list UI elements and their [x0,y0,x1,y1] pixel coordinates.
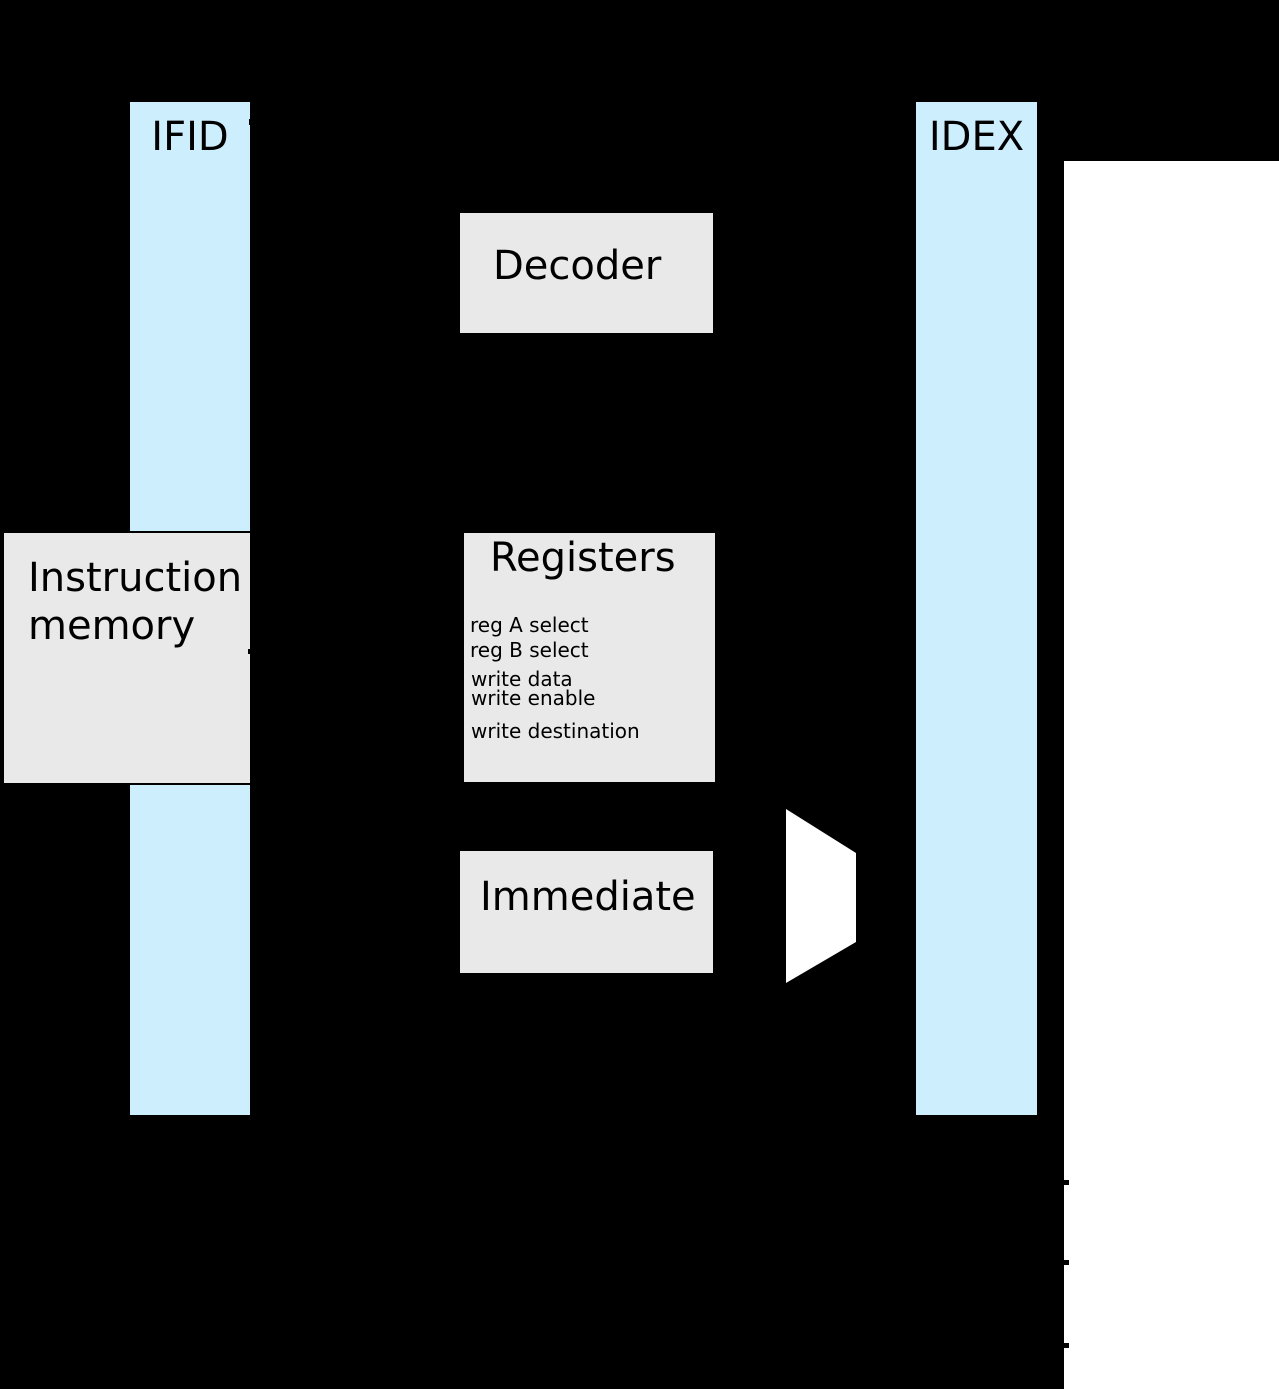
registers-block: Registers reg A select reg B select writ… [462,531,717,784]
wire-stub [1064,1180,1069,1185]
port-write-enable: write enable [471,686,596,710]
immediate-block: Immediate [458,849,715,975]
idex-pipeline-register: IDEX [914,100,1039,1117]
wire-stub [1064,1343,1069,1348]
port-write-destination: write destination [471,719,640,743]
mux-shape [786,809,856,983]
instruction-memory-label: Instruction memory [28,555,243,649]
next-stage-panel [1064,161,1279,1389]
port-reg-b-select: reg B select [470,638,589,662]
decoder-label: Decoder [493,243,662,289]
decoder-block: Decoder [458,211,715,335]
wire-stub [1064,1260,1069,1265]
immediate-label: Immediate [480,874,696,920]
idex-label: IDEX [928,114,1025,160]
wire-stub [249,119,253,125]
port-write-data: write data [471,667,573,691]
ifid-label: IFID [151,114,229,160]
wire-stub [248,649,253,654]
registers-label: Registers [490,535,676,581]
instruction-memory-block: Instruction memory [2,531,252,785]
port-reg-a-select: reg A select [470,613,589,637]
